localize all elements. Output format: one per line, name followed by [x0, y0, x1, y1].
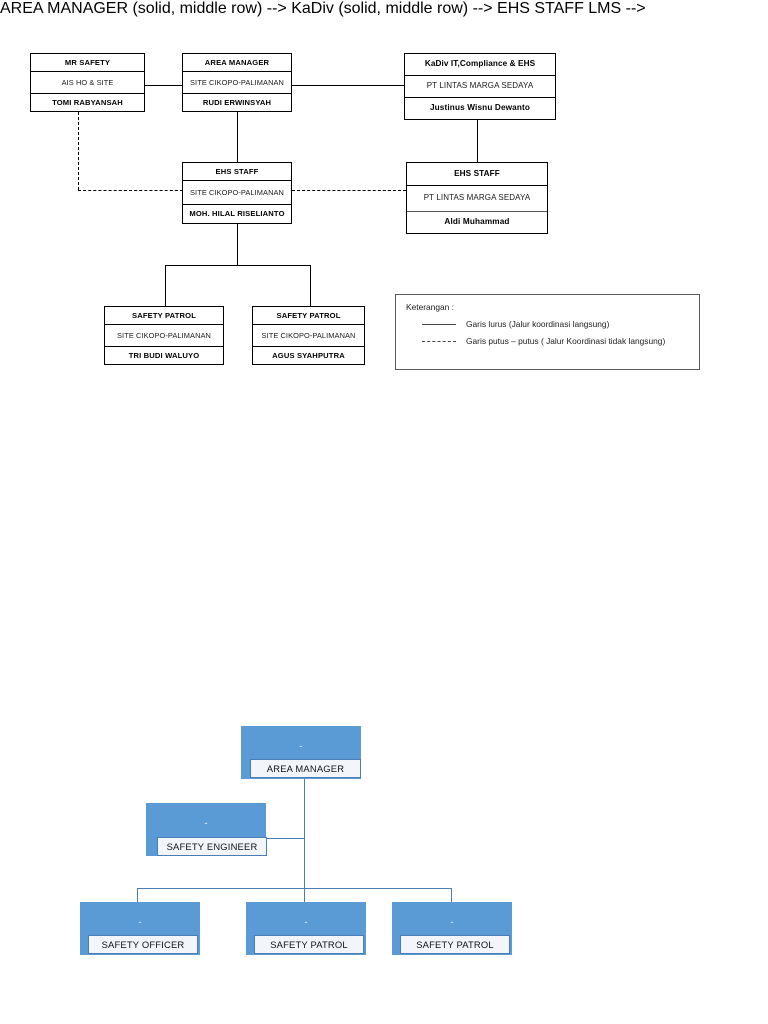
- legend-item-label: Garis lurus (Jalur koordinasi langsung): [466, 319, 610, 329]
- node-subtitle: AIS HO & SITE: [31, 72, 144, 94]
- node-subtitle: SITE CIKOPO-PALIMANAN: [253, 325, 364, 347]
- node-person-name: MOH. HILAL RISELIANTO: [189, 209, 285, 219]
- blue-connector-to-safety-patrol-2: [451, 888, 452, 902]
- blue-node-safety-officer-label: SAFETY OFFICER: [88, 935, 198, 954]
- node-person-name: TOMI RABYANSAH: [52, 97, 123, 107]
- node-title: SAFETY PATROL: [105, 307, 223, 325]
- node-person-name: Aldi Muhammad: [444, 217, 510, 227]
- node-ehs-staff-lms[interactable]: EHS STAFF PT LINTAS MARGA SEDAYA Aldi Mu…: [406, 162, 548, 234]
- blue-node-placeholder: -: [138, 917, 142, 927]
- node-person-name: TRI BUDI WALUYO: [128, 350, 200, 360]
- node-title: SAFETY PATROL: [253, 307, 364, 325]
- blue-node-area-manager-label: AREA MANAGER: [250, 759, 361, 778]
- node-kadiv-it-compliance-ehs[interactable]: KaDiv IT,Compliance & EHS PT LINTAS MARG…: [404, 53, 556, 120]
- connector-areamanager-ehsstaff-site: [237, 112, 238, 162]
- blue-node-safety-patrol-1-label: SAFETY PATROL: [254, 935, 364, 954]
- connector-safety-patrol-bus: [165, 265, 311, 266]
- node-person-name: Justinus Wisnu Dewanto: [429, 103, 531, 113]
- dotted-connector-mrsafety-vertical: [78, 112, 79, 190]
- node-safety-patrol-2[interactable]: SAFETY PATROL SITE CIKOPO-PALIMANAN AGUS…: [252, 306, 365, 365]
- blue-connector-area-manager-stem: [304, 779, 305, 889]
- dashed-line-icon: [422, 340, 456, 342]
- node-safety-patrol-1[interactable]: SAFETY PATROL SITE CIKOPO-PALIMANAN TRI …: [104, 306, 224, 365]
- legend-item-label: Garis putus – putus ( Jalur Koordinasi t…: [466, 336, 666, 346]
- connector-mrsafety-areamanager: [145, 85, 183, 86]
- blue-node-placeholder: -: [304, 917, 308, 927]
- connector-kadiv-ehsstaff-lms: [477, 120, 478, 162]
- connector-to-safety-patrol-1: [165, 265, 166, 306]
- node-title: KaDiv IT,Compliance & EHS: [405, 54, 555, 76]
- legend-item-solid: Garis lurus (Jalur koordinasi langsung): [422, 319, 689, 329]
- node-subtitle: PT LINTAS MARGA SEDAYA: [405, 76, 555, 98]
- node-person-name: AGUS SYAHPUTRA: [272, 350, 345, 360]
- node-title: EHS STAFF: [407, 163, 547, 186]
- blue-node-placeholder: -: [204, 818, 208, 828]
- dotted-connector-mrsafety-horizontal: [78, 190, 183, 191]
- node-subtitle: SITE CIKOPO-PALIMANAN: [183, 181, 291, 205]
- blue-connector-to-safety-engineer: [265, 838, 305, 839]
- node-ehs-staff-site[interactable]: EHS STAFF SITE CIKOPO-PALIMANAN MOH. HIL…: [182, 162, 292, 224]
- solid-line-icon: [422, 323, 456, 325]
- node-area-manager[interactable]: AREA MANAGER SITE CIKOPO-PALIMANAN RUDI …: [182, 53, 292, 112]
- node-title: MR SAFETY: [31, 54, 144, 72]
- blue-connector-children-bus: [137, 888, 451, 889]
- node-subtitle: SITE CIKOPO-PALIMANAN: [183, 72, 291, 94]
- blue-node-placeholder: -: [299, 741, 303, 751]
- node-subtitle: SITE CIKOPO-PALIMANAN: [105, 325, 223, 347]
- node-title: AREA MANAGER: [183, 54, 291, 72]
- legend-item-dashed: Garis putus – putus ( Jalur Koordinasi t…: [422, 336, 689, 346]
- legend-title: Keterangan :: [406, 302, 454, 312]
- node-person-name: RUDI ERWINSYAH: [202, 97, 272, 107]
- node-subtitle: PT LINTAS MARGA SEDAYA: [407, 186, 547, 212]
- blue-node-safety-engineer-label: SAFETY ENGINEER: [157, 837, 267, 856]
- legend-box: Keterangan : Garis lurus (Jalur koordina…: [395, 294, 700, 370]
- blue-node-placeholder: -: [450, 917, 454, 927]
- node-mr-safety[interactable]: MR SAFETY AIS HO & SITE TOMI RABYANSAH: [30, 53, 145, 112]
- connector-areamanager-kadiv: [292, 85, 405, 86]
- connector-ehsstaff-stem: [237, 224, 238, 265]
- blue-connector-to-safety-patrol-1: [304, 888, 305, 902]
- blue-node-safety-patrol-2-label: SAFETY PATROL: [400, 935, 510, 954]
- dotted-connector-ehsstaff-ehsstaff: [292, 190, 406, 191]
- node-title: EHS STAFF: [183, 163, 291, 181]
- connector-to-safety-patrol-2: [310, 265, 311, 306]
- blue-connector-to-safety-officer: [137, 888, 138, 902]
